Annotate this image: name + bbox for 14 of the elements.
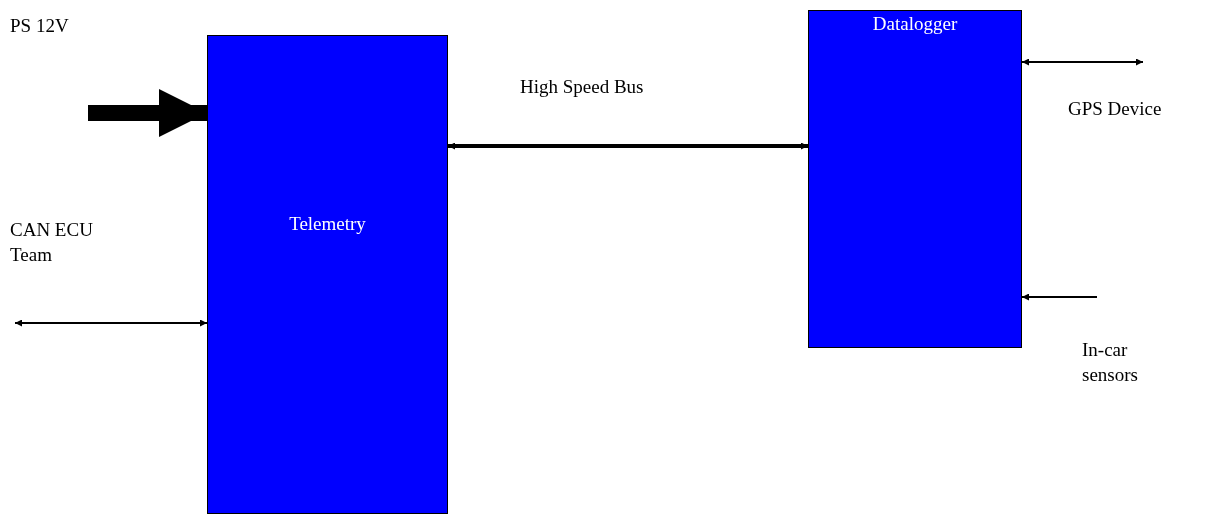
block-box bbox=[808, 10, 1022, 348]
block-box bbox=[207, 35, 448, 514]
arrow bbox=[1021, 58, 1144, 66]
arrow bbox=[1021, 293, 1098, 301]
edge-label: In-car sensors bbox=[1082, 338, 1139, 387]
arrow bbox=[88, 89, 207, 137]
block-label: Telemetry bbox=[288, 213, 367, 235]
arrow bbox=[448, 142, 808, 150]
edge-label: GPS Device bbox=[1068, 97, 1163, 121]
block-label: Datalogger bbox=[871, 13, 959, 35]
edge-label: High Speed Bus bbox=[520, 75, 645, 99]
edge-label: PS 12V bbox=[10, 14, 70, 38]
arrow bbox=[14, 319, 208, 327]
edge-label: CAN ECU Team bbox=[10, 218, 94, 267]
